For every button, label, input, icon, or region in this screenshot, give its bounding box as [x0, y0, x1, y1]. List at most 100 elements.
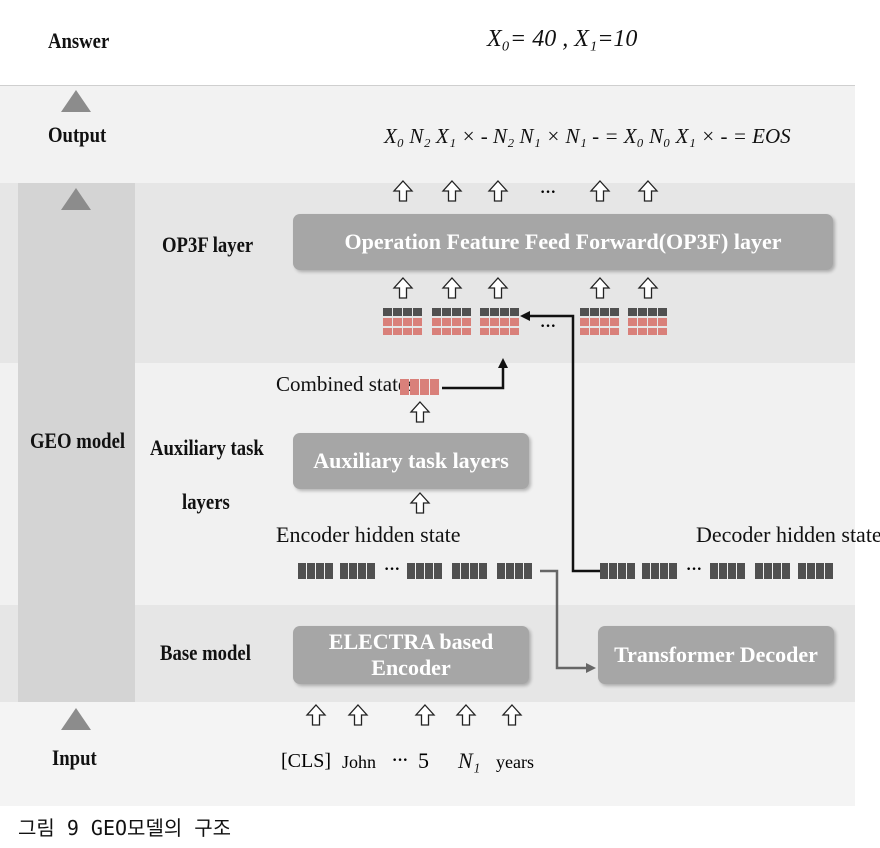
encoder-to-decoder-connector — [540, 569, 588, 670]
input-token-ellipsis: ··· — [392, 752, 409, 769]
decoder-hidden-cells — [755, 563, 763, 579]
op3f-feature-cells — [462, 328, 471, 335]
encoder-hidden-cells — [452, 563, 460, 579]
op3f-output-arrow-icon — [392, 180, 414, 202]
op3f-input-arrow-icon — [589, 277, 611, 299]
encoder-hidden-cells — [367, 563, 375, 579]
decoder-to-op3f-connector — [528, 314, 600, 573]
op3f-band — [0, 183, 855, 363]
op3f-feature-cells — [490, 308, 499, 316]
op3f-ellipsis-top: ··· — [540, 184, 557, 201]
decoder-hidden-label: Decoder hidden state — [696, 522, 880, 547]
row-label-base: Base model — [160, 640, 251, 665]
op3f-feature-cells — [432, 318, 441, 326]
op3f-feature-cells — [500, 328, 509, 335]
encoder-hidden-cells — [407, 563, 415, 579]
op3f-box: Operation Feature Feed Forward(OP3F) lay… — [293, 214, 833, 270]
op3f-feature-cells — [600, 328, 609, 335]
decoder-hidden-cells — [642, 563, 650, 579]
decoder-hidden-cells — [719, 563, 727, 579]
combined-state-cell — [410, 379, 419, 395]
op3f-feature-cells — [442, 328, 451, 335]
encoder-box: ELECTRA based Encoder — [293, 626, 529, 684]
op3f-feature-cells — [580, 308, 589, 316]
row-label-input: Input — [52, 745, 97, 770]
op3f-feature-cells — [413, 308, 422, 316]
decoder-box: Transformer Decoder — [598, 626, 834, 684]
encoder-hidden-cells — [349, 563, 357, 579]
op3f-output-arrow-icon — [441, 180, 463, 202]
op3f-feature-cells — [510, 308, 519, 316]
triangle-icon-geo — [61, 188, 91, 210]
op3f-feature-cells — [510, 328, 519, 335]
op3f-output-arrow-icon — [637, 180, 659, 202]
input-arrow-icon — [305, 704, 327, 726]
encoder-hidden-cells — [434, 563, 442, 579]
encoder-hidden-cells — [461, 563, 469, 579]
decoder-hidden-cells — [710, 563, 718, 579]
aux-box: Auxiliary task layers — [293, 433, 529, 489]
op3f-feature-cells — [638, 328, 647, 335]
op3f-feature-cells — [580, 318, 589, 326]
op3f-feature-cells — [500, 308, 509, 316]
op3f-input-arrow-icon — [441, 277, 463, 299]
row-label-op3f: OP3F layer — [162, 232, 254, 257]
op3f-feature-cells — [480, 328, 489, 335]
aux-to-combined-arrow-icon — [409, 401, 431, 423]
op3f-ellipsis-cells: ··· — [540, 318, 557, 335]
op3f-feature-cells — [610, 308, 619, 316]
op3f-feature-cells — [462, 318, 471, 326]
decoder-hidden-cells — [782, 563, 790, 579]
op3f-feature-cells — [383, 318, 392, 326]
input-arrow-icon — [455, 704, 477, 726]
geo-model-label: GEO model — [30, 428, 126, 453]
op3f-feature-cells — [600, 318, 609, 326]
op3f-feature-cells — [383, 308, 392, 316]
decoder-hidden-cells — [627, 563, 635, 579]
input-token-cls: [CLS] — [281, 750, 331, 772]
op3f-feature-cells — [403, 318, 412, 326]
input-token-n1: N₁ — [458, 748, 481, 773]
encoder-to-aux-arrow-icon — [409, 492, 431, 514]
decoder-hidden-cells — [651, 563, 659, 579]
decoder-hidden-cells — [728, 563, 736, 579]
decoder-hidden-cells — [600, 563, 608, 579]
encoder-hidden-cells — [524, 563, 532, 579]
output-band — [0, 86, 855, 183]
op3f-feature-cells — [413, 328, 422, 335]
encoder-hidden-cells — [479, 563, 487, 579]
op3f-feature-cells — [480, 318, 489, 326]
decoder-ellipsis: ··· — [686, 561, 703, 578]
input-token-5: 5 — [418, 748, 429, 773]
row-label-aux-1: Auxiliary task — [150, 435, 264, 460]
op3f-feature-cells — [452, 308, 461, 316]
op3f-feature-cells — [432, 308, 441, 316]
op3f-feature-cells — [628, 328, 637, 335]
op3f-feature-cells — [610, 328, 619, 335]
encoder-hidden-cells — [470, 563, 478, 579]
op3f-feature-cells — [510, 318, 519, 326]
decoder-hidden-cells — [660, 563, 668, 579]
row-label-answer: Answer — [48, 28, 110, 53]
output-formula: X₀ N₂ X₁ × - N₂ N₁ × N₁ - = X₀ N₀ X₁ × -… — [384, 124, 791, 148]
op3f-feature-cells — [638, 318, 647, 326]
decoder-hidden-cells — [737, 563, 745, 579]
decoder-hidden-cells — [669, 563, 677, 579]
encoder-hidden-cells — [497, 563, 505, 579]
decoder-hidden-cells — [825, 563, 833, 579]
encoder-hidden-cells — [307, 563, 315, 579]
op3f-input-arrow-icon — [392, 277, 414, 299]
decoder-to-op3f-arrowhead-icon — [520, 311, 530, 321]
decoder-hidden-cells — [807, 563, 815, 579]
op3f-feature-cells — [590, 318, 599, 326]
op3f-feature-cells — [403, 328, 412, 335]
op3f-feature-cells — [462, 308, 471, 316]
op3f-feature-cells — [383, 328, 392, 335]
combined-to-op3f-arrowhead-icon — [498, 358, 508, 368]
figure-caption: 그림 9 GEO모델의 구조 — [18, 816, 232, 840]
op3f-feature-cells — [403, 308, 412, 316]
op3f-input-arrow-icon — [637, 277, 659, 299]
encoder-hidden-cells — [340, 563, 348, 579]
op3f-feature-cells — [490, 328, 499, 335]
